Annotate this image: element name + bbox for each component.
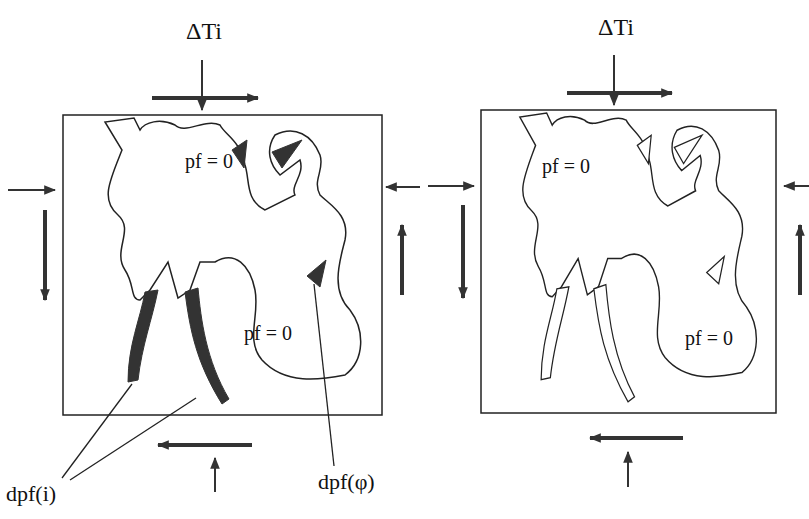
callout-label: dpf(i) <box>6 482 56 506</box>
pressure-label: pf = 0 <box>685 327 733 349</box>
callout-label: dpf(φ) <box>318 470 375 494</box>
temperature-label: ΔTi <box>598 14 634 40</box>
pressure-label: pf = 0 <box>185 150 233 172</box>
pressure-label: pf = 0 <box>244 322 292 344</box>
pressure-label: pf = 0 <box>542 155 590 177</box>
temperature-label: ΔTi <box>186 18 222 44</box>
